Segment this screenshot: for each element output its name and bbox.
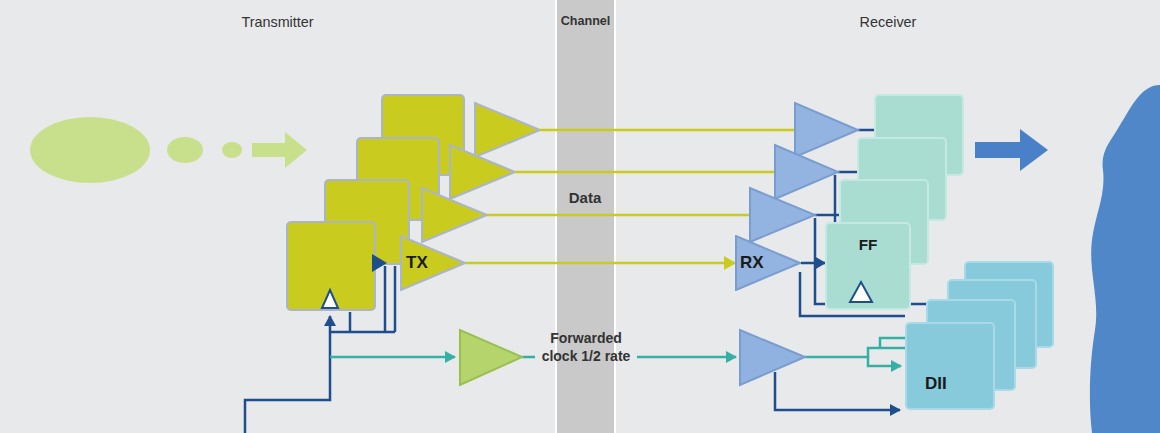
section-title: Channel	[557, 0, 614, 28]
block-label: TX	[406, 253, 428, 273]
rx-receiver: RX	[735, 235, 801, 291]
data-source-blob	[167, 137, 203, 163]
clock-lane	[330, 356, 455, 359]
tx-wiring	[245, 316, 330, 433]
tx-wiring	[384, 266, 387, 332]
transmitter-panel: TransmitterTX	[0, 0, 555, 433]
rx-wiring	[838, 171, 858, 174]
receiver-panel: ReceiverRX FF DII	[616, 0, 1160, 433]
signal-label: Forwarded clock 1/2 rate	[538, 330, 634, 365]
clock-marker	[322, 290, 338, 308]
tx-wiring	[394, 266, 397, 332]
rx-receiver	[795, 103, 858, 157]
data-sink	[1090, 85, 1160, 433]
clock-driver	[460, 330, 522, 385]
data-lane	[515, 171, 775, 174]
tx-driver	[475, 103, 540, 157]
clock-lane	[805, 357, 901, 366]
rx-wiring	[775, 372, 900, 410]
panel-ground	[616, 0, 1160, 433]
tx-driver	[450, 145, 515, 199]
tx-wiring	[349, 312, 352, 332]
section-title: Receiver	[616, 0, 1160, 30]
block-label: DII	[925, 374, 947, 394]
clock-marker	[322, 254, 387, 308]
data-source-blob	[222, 142, 242, 158]
dii-box-outline	[905, 322, 995, 410]
triangle-shape	[401, 236, 465, 290]
rx-receiver	[750, 188, 815, 242]
panel-ground	[557, 0, 614, 433]
data-source-blob	[252, 132, 307, 168]
data-sink	[1090, 85, 1160, 433]
clock-driver	[740, 330, 805, 385]
clock-lane	[637, 356, 736, 359]
channel-band: Channel	[557, 0, 614, 433]
box-shape	[906, 323, 994, 409]
clock-marker	[850, 282, 872, 302]
tx-driver: TX	[400, 235, 466, 291]
panel-ground	[0, 0, 555, 433]
output-arrow	[975, 129, 1048, 171]
tx-driver	[422, 188, 487, 242]
clock-marker	[372, 254, 387, 272]
dii-box: DII	[905, 322, 995, 410]
data-lane	[487, 130, 795, 215]
section-title: Transmitter	[0, 0, 555, 30]
rx-receiver	[775, 145, 838, 199]
signal-label: Data	[558, 189, 612, 208]
flip-flop-outline	[825, 222, 911, 310]
signal-connector	[466, 262, 735, 265]
triangle-shape	[736, 236, 800, 290]
output-arrow	[975, 129, 1048, 171]
signal-connector	[801, 262, 825, 265]
clock-lane	[330, 338, 946, 366]
data-lane	[487, 214, 750, 217]
rx-wiring	[858, 129, 875, 132]
data-lane	[540, 129, 795, 132]
block-label: RX	[740, 253, 764, 273]
tx-flip-flop	[287, 222, 375, 310]
flip-flop: FF	[825, 222, 911, 310]
clock-driver	[460, 330, 805, 385]
box-shape	[826, 223, 910, 309]
data-source-blob	[30, 117, 307, 183]
data-source-blob	[30, 117, 150, 183]
block-label: FF	[825, 236, 911, 254]
